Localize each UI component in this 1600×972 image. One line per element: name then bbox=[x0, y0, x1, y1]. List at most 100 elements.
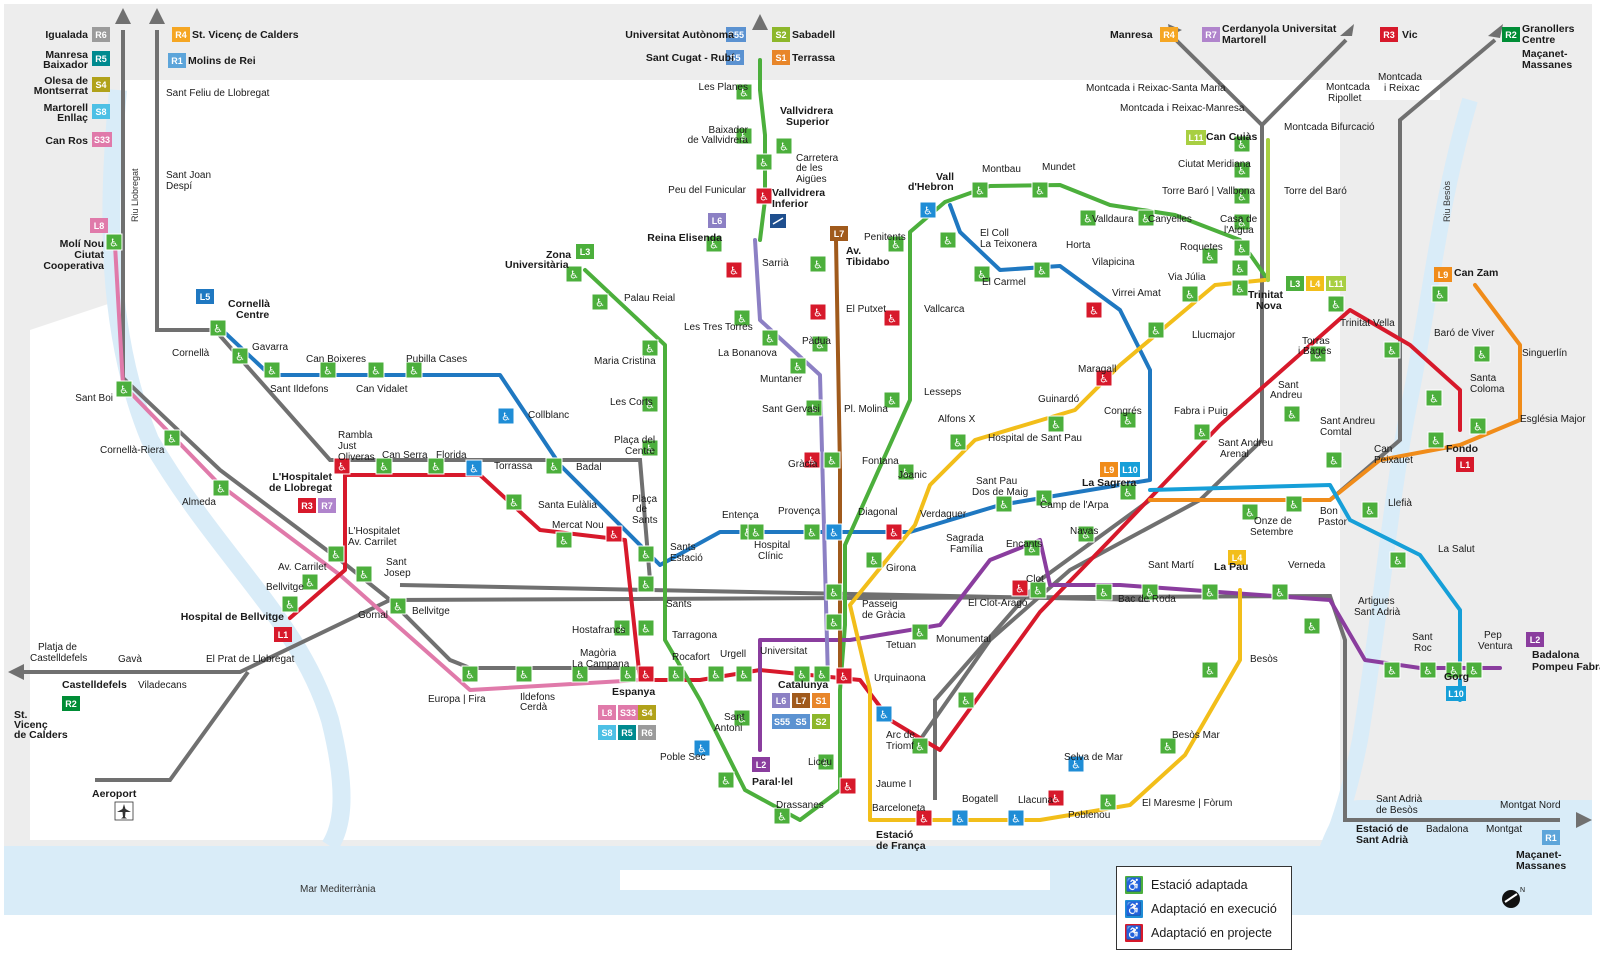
station-label-vic: Vic bbox=[1402, 29, 1418, 41]
station-label-torras-1: Torras bbox=[1302, 336, 1330, 347]
station-label-macanet-bot-1: Maçanet- bbox=[1516, 849, 1562, 861]
svg-text:♿: ♿ bbox=[1307, 621, 1317, 634]
svg-text:♿: ♿ bbox=[961, 695, 971, 708]
station-label-sant-antoni-1: Sant bbox=[724, 712, 745, 723]
svg-text:L6: L6 bbox=[776, 696, 787, 706]
svg-text:L3: L3 bbox=[580, 247, 591, 257]
svg-text:S5: S5 bbox=[729, 53, 740, 63]
legend-label: Adaptació en execució bbox=[1151, 902, 1277, 916]
station-wheelchair-icon: ♿ bbox=[887, 235, 905, 253]
station-wheelchair-icon: ♿ bbox=[427, 457, 445, 475]
station-wheelchair-icon: ♿ bbox=[885, 523, 903, 541]
station-wheelchair-icon: ♿ bbox=[735, 83, 753, 101]
station-label-olesa-1: Olesa de bbox=[44, 75, 88, 87]
station-wheelchair-icon: ♿ bbox=[949, 433, 967, 451]
station-label-gornal: Gornal bbox=[358, 610, 388, 621]
svg-text:♿: ♿ bbox=[1329, 455, 1339, 468]
svg-text:♿: ♿ bbox=[119, 384, 129, 397]
station-wheelchair-icon: ♿ bbox=[973, 265, 991, 283]
svg-text:♿: ♿ bbox=[409, 365, 419, 378]
svg-text:♿: ♿ bbox=[509, 497, 519, 510]
station-label-terrassa: Terrassa bbox=[792, 52, 835, 64]
svg-text:♿: ♿ bbox=[1387, 665, 1397, 678]
station-label-selva-mar: Selva de Mar bbox=[1064, 752, 1124, 763]
line-badge-b-r3-hosp: R3 bbox=[298, 498, 316, 513]
svg-text:S1: S1 bbox=[815, 696, 826, 706]
station-wheelchair-icon: ♿ bbox=[1325, 451, 1343, 469]
line-badge-b-l7-cat: L7 bbox=[792, 693, 810, 708]
svg-text:♿: ♿ bbox=[1205, 665, 1215, 678]
station-label-moli-nou-1: Molí Nou bbox=[60, 238, 104, 250]
station-wheelchair-icon: ♿ bbox=[911, 623, 929, 641]
station-label-trinitat-nova-2: Nova bbox=[1256, 300, 1282, 312]
svg-text:♿: ♿ bbox=[813, 307, 823, 320]
svg-text:♿: ♿ bbox=[809, 403, 819, 416]
svg-text:♿: ♿ bbox=[393, 601, 403, 614]
line-badge-b-l8-esp: L8 bbox=[598, 705, 616, 720]
station-wheelchair-icon: ♿ bbox=[1309, 345, 1327, 363]
station-wheelchair-icon: ♿ bbox=[1201, 583, 1219, 601]
station-wheelchair-icon: ♿ bbox=[1137, 209, 1155, 227]
svg-text:♿: ♿ bbox=[739, 87, 749, 100]
station-label-vallvidrera-sup-1: Vallvidrera bbox=[780, 105, 833, 117]
station-label-aeroport: Aeroport bbox=[92, 788, 137, 800]
svg-text:♿: ♿ bbox=[1123, 487, 1133, 500]
svg-text:R7: R7 bbox=[1205, 30, 1217, 40]
station-wheelchair-icon: ♿ bbox=[1023, 539, 1041, 557]
station-label-montcada-reixac-1: Montcada bbox=[1378, 72, 1422, 83]
svg-text:L8: L8 bbox=[602, 708, 613, 718]
station-label-onze-1: Onze de bbox=[1254, 516, 1292, 527]
station-label-hospitalet-2: de Llobregat bbox=[269, 482, 333, 494]
svg-text:♿: ♿ bbox=[1197, 427, 1207, 440]
station-label-montcada-man: Montcada i Reixac-Manresa bbox=[1120, 103, 1245, 114]
svg-text:♿: ♿ bbox=[751, 527, 761, 540]
station-label-hospital-sant-pau: Hospital de Sant Pau bbox=[988, 433, 1082, 444]
station-label-martorell-1: Martorell bbox=[44, 102, 88, 114]
station-label-cornella-centre-2: Centre bbox=[236, 309, 269, 321]
svg-text:♿: ♿ bbox=[641, 669, 651, 682]
station-wheelchair-icon: ♿ bbox=[555, 531, 573, 549]
station-wheelchair-icon: ♿ bbox=[1035, 489, 1053, 507]
svg-text:L8: L8 bbox=[94, 221, 105, 231]
station-wheelchair-icon: ♿ bbox=[883, 309, 901, 327]
station-label-urgell: Urgell bbox=[720, 649, 746, 660]
svg-text:♿: ♿ bbox=[709, 239, 719, 252]
station-label-tetuan: Tetuan bbox=[886, 640, 916, 651]
line-badge-b-s33-esp: S33 bbox=[618, 705, 638, 720]
station-label-santa-eulalia: Santa Eulàlia bbox=[538, 500, 597, 511]
station-wheelchair-icon: ♿ bbox=[209, 319, 227, 337]
legend-label: Adaptació en projecte bbox=[1151, 926, 1272, 940]
svg-text:♿: ♿ bbox=[759, 157, 769, 170]
svg-text:♿: ♿ bbox=[737, 313, 747, 326]
station-wheelchair-icon: ♿ bbox=[1119, 483, 1137, 501]
svg-text:S1: S1 bbox=[775, 53, 786, 63]
svg-text:♿: ♿ bbox=[1237, 217, 1247, 230]
svg-text:R2: R2 bbox=[65, 699, 77, 709]
line-badge-b-l6-reina: L6 bbox=[708, 213, 726, 228]
station-wheelchair-icon: ♿ bbox=[333, 457, 351, 475]
svg-text:L9: L9 bbox=[1104, 465, 1115, 475]
svg-text:♿: ♿ bbox=[1071, 759, 1081, 772]
station-wheelchair-icon: ♿ bbox=[1271, 583, 1289, 601]
station-wheelchair-icon: ♿ bbox=[951, 809, 969, 827]
svg-text:♿: ♿ bbox=[1235, 283, 1245, 296]
station-label-st-vicenc-bot-2: Vicenç bbox=[14, 719, 48, 731]
svg-text:♿: ♿ bbox=[1387, 345, 1397, 358]
svg-text:R6: R6 bbox=[95, 30, 107, 40]
station-label-sant-andreu-comtal-2: Comtal bbox=[1320, 427, 1352, 438]
station-label-hospital-bellvitge: Hospital de Bellvitge bbox=[181, 611, 284, 623]
svg-text:♿: ♿ bbox=[829, 587, 839, 600]
svg-text:S33: S33 bbox=[620, 708, 636, 718]
station-label-macanet-top-2: Massanes bbox=[1522, 59, 1572, 71]
station-label-santa-coloma-2: Coloma bbox=[1470, 384, 1505, 395]
station-label-sagrada-2: Família bbox=[950, 544, 983, 555]
station-label-sabadell: Sabadell bbox=[792, 29, 835, 41]
line-badge-b-l10-sag: L10 bbox=[1120, 462, 1140, 477]
line-badge-b-l1-fondo: L1 bbox=[1456, 457, 1474, 472]
station-wheelchair-icon: ♿ bbox=[355, 565, 373, 583]
svg-text:L1: L1 bbox=[278, 630, 289, 640]
station-label-canyelles: Canyelles bbox=[1148, 214, 1192, 225]
station-wheelchair-icon: ♿ bbox=[1193, 423, 1211, 441]
station-label-penitents: Penitents bbox=[864, 232, 906, 243]
